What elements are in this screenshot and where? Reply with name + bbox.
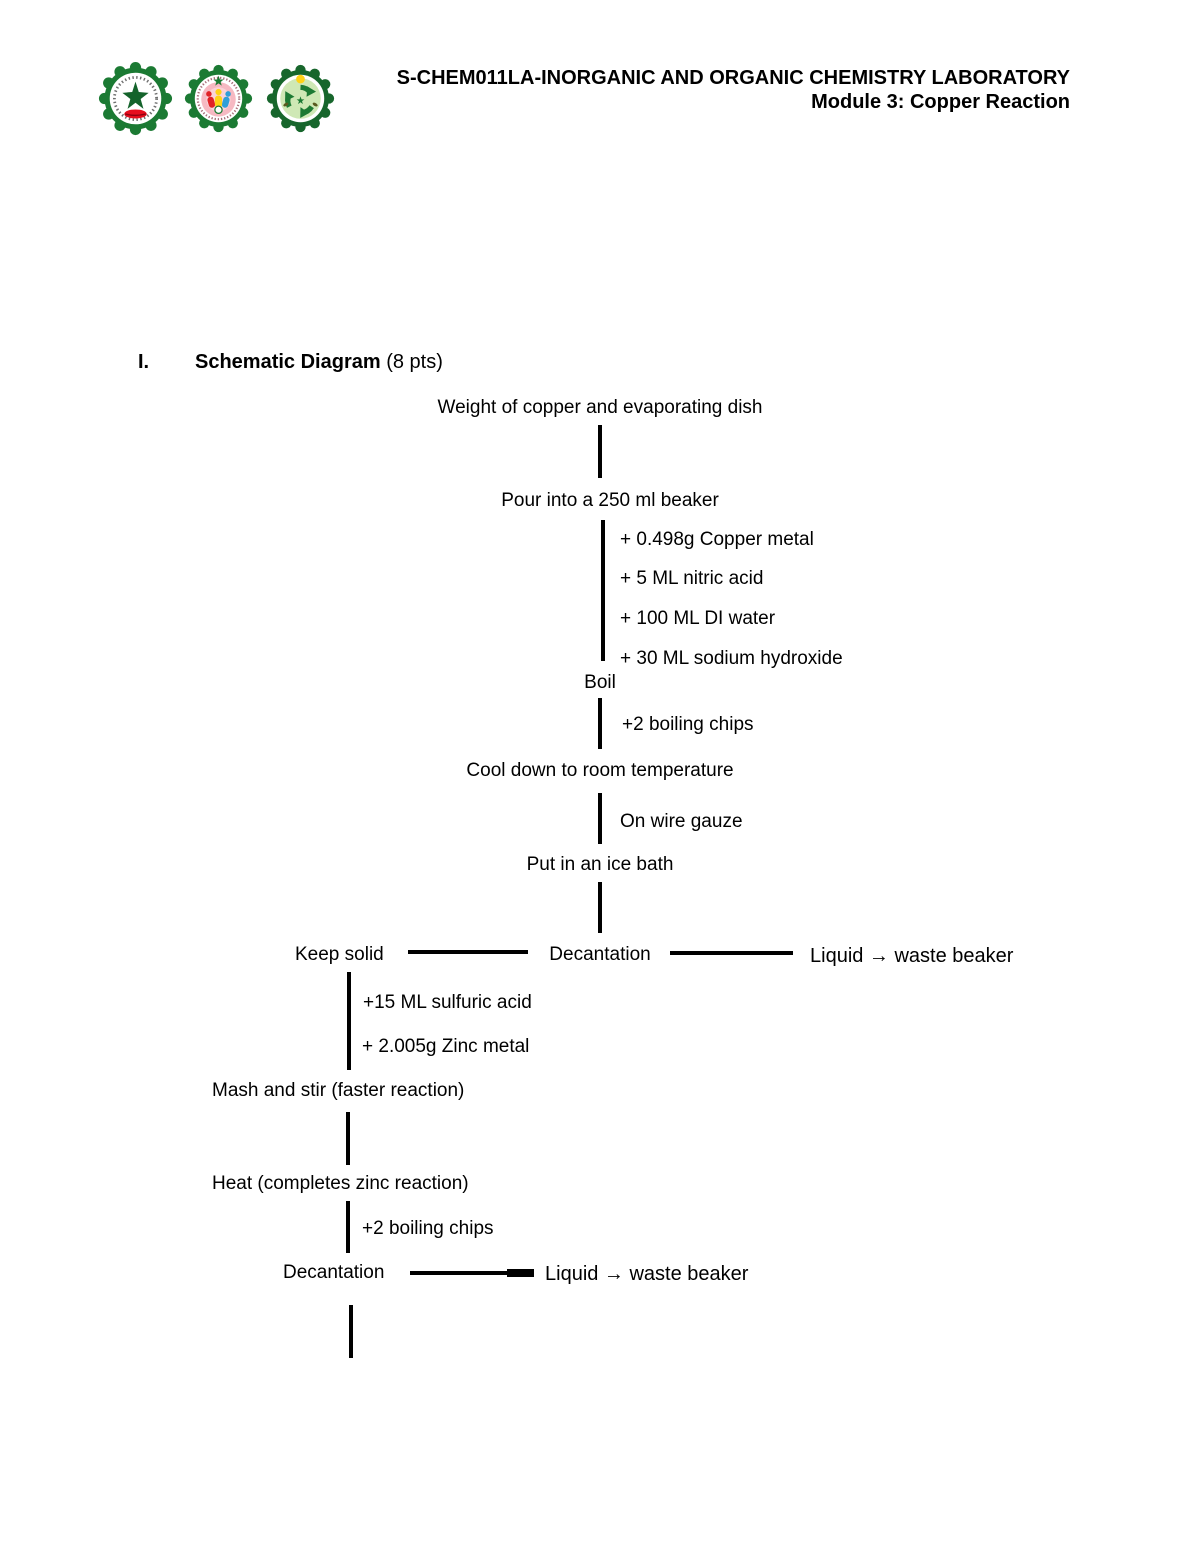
connector-line	[598, 698, 602, 749]
connector-line	[410, 1271, 533, 1275]
connector-line	[349, 1305, 353, 1358]
connector-line	[347, 972, 351, 1070]
flow-node-decantation-1: Decantation	[549, 944, 651, 965]
connector-line	[346, 1201, 350, 1253]
flow-node-heat: Heat (completes zinc reaction)	[212, 1173, 469, 1194]
flow-label-add-sodium-hydroxide: + 30 ML sodium hydroxide	[620, 648, 843, 669]
flow-node-mash-and-stir: Mash and stir (faster reaction)	[212, 1080, 465, 1101]
school-seal-people-logo	[184, 64, 253, 133]
flow-label-boiling-chips-2: +2 boiling chips	[362, 1218, 494, 1239]
section-numeral: I.	[138, 351, 150, 373]
flow-node-pour: Pour into a 250 ml beaker	[501, 490, 719, 511]
flow-label-add-zinc: + 2.005g Zinc metal	[362, 1036, 530, 1057]
school-seal-recycle-logo	[266, 64, 335, 133]
flow-label-wire-gauze: On wire gauze	[620, 811, 743, 832]
section-heading: Schematic Diagram (8 pts)	[195, 351, 443, 374]
flow-node-cool-down: Cool down to room temperature	[466, 760, 734, 781]
flow-label-add-nitric-acid: + 5 ML nitric acid	[620, 568, 764, 589]
section-points: (8 pts)	[380, 351, 443, 373]
flow-label-boiling-chips-1: +2 boiling chips	[622, 714, 754, 735]
header-title-block: S-CHEM011LA-INORGANIC AND ORGANIC CHEMIS…	[397, 66, 1070, 114]
course-title: S-CHEM011LA-INORGANIC AND ORGANIC CHEMIS…	[396, 67, 1070, 89]
flow-node-liquid-waste-1: Liquid → waste beaker	[810, 945, 1014, 967]
flow-node-decantation-2: Decantation	[283, 1262, 385, 1283]
flow-node-boil: Boil	[584, 672, 616, 693]
flow-node-ice-bath: Put in an ice bath	[526, 854, 674, 875]
module-subtitle: Module 3: Copper Reaction	[811, 91, 1070, 113]
connector-line	[507, 1269, 534, 1277]
flow-label-add-sulfuric-acid: +15 ML sulfuric acid	[363, 992, 532, 1013]
flow-label-add-di-water: + 100 ML DI water	[620, 608, 776, 629]
section-title: Schematic Diagram	[195, 351, 381, 373]
connector-line	[598, 882, 602, 933]
flow-node-liquid-waste-2: Liquid → waste beaker	[545, 1263, 749, 1285]
connector-line	[670, 951, 793, 955]
connector-line	[598, 425, 602, 478]
school-seal-star-logo	[98, 61, 173, 136]
connector-line	[408, 950, 528, 954]
flow-label-add-copper: + 0.498g Copper metal	[620, 529, 814, 550]
flow-node-weigh: Weight of copper and evaporating dish	[437, 397, 763, 418]
flow-node-keep-solid: Keep solid	[295, 944, 384, 965]
connector-line	[601, 520, 605, 661]
connector-line	[598, 793, 602, 844]
connector-line	[346, 1112, 350, 1165]
